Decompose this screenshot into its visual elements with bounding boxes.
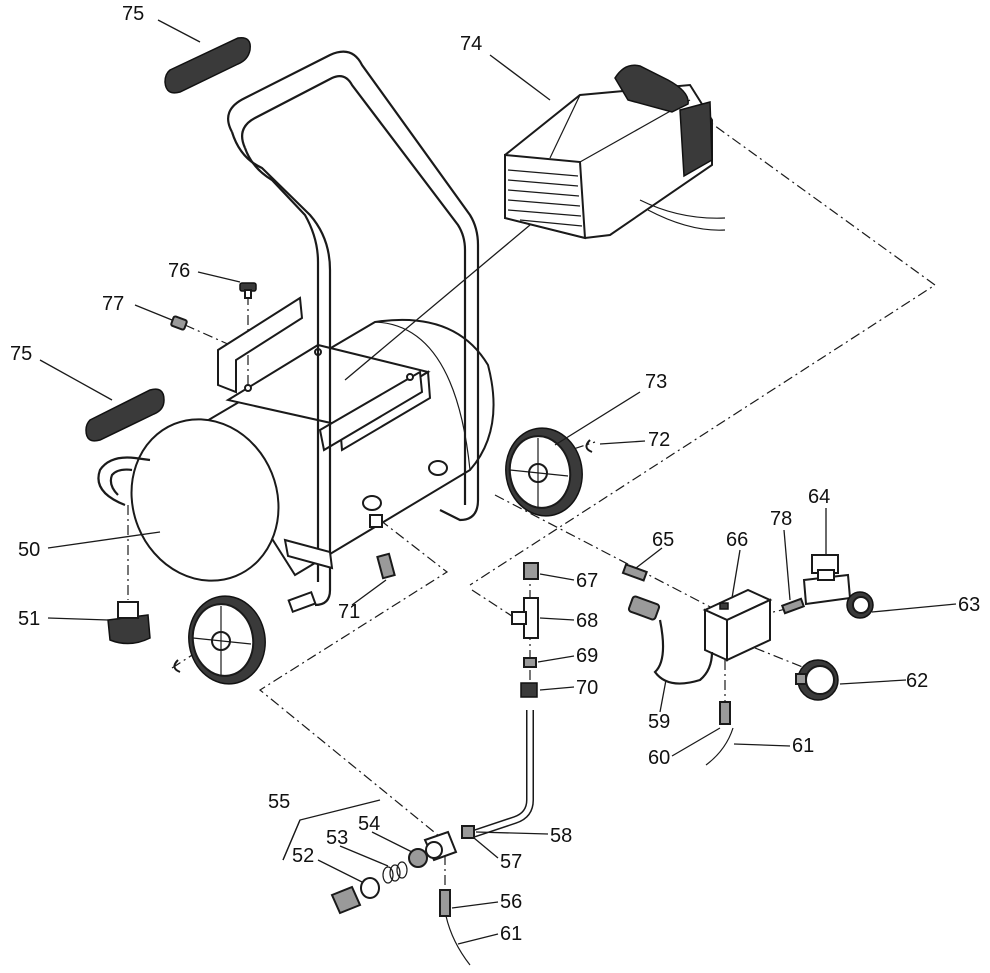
clip-72 bbox=[585, 439, 593, 453]
screw-76 bbox=[239, 282, 257, 299]
callout-75-top: 75 bbox=[122, 3, 144, 25]
drain-valve-body bbox=[423, 830, 458, 862]
fitting-56 bbox=[439, 889, 451, 917]
callout-71: 71 bbox=[338, 601, 360, 623]
callout-57: 57 bbox=[500, 851, 522, 873]
assembly-line-bolt bbox=[184, 324, 231, 346]
clip-left bbox=[173, 659, 181, 673]
callout-69: 69 bbox=[576, 645, 598, 667]
callout-52: 52 bbox=[292, 845, 314, 867]
tee-68 bbox=[511, 597, 539, 639]
leader-lines bbox=[39, 19, 957, 945]
fitting-57 bbox=[461, 825, 475, 839]
assembly-line-gauge bbox=[754, 647, 806, 669]
callout-76: 76 bbox=[168, 260, 190, 282]
callout-59: 59 bbox=[648, 711, 670, 733]
handle-grip-top bbox=[164, 37, 251, 94]
callout-61-bottom: 61 bbox=[500, 923, 522, 945]
callout-78: 78 bbox=[770, 508, 792, 530]
callout-63: 63 bbox=[958, 594, 980, 616]
callout-73: 73 bbox=[645, 371, 667, 393]
fitting-67 bbox=[523, 562, 539, 580]
callout-56: 56 bbox=[500, 891, 522, 913]
callout-61-right: 61 bbox=[792, 735, 814, 757]
callout-72: 72 bbox=[648, 429, 670, 451]
callout-55: 55 bbox=[268, 791, 290, 813]
handle-frame bbox=[97, 50, 480, 614]
bolt-77 bbox=[170, 315, 188, 331]
callout-54: 54 bbox=[358, 813, 380, 835]
callout-53: 53 bbox=[326, 827, 348, 849]
motor-platform bbox=[217, 296, 432, 452]
gauge-62 bbox=[795, 659, 839, 701]
wheel-right bbox=[505, 427, 583, 517]
wheel-left bbox=[188, 595, 266, 685]
motor-pump-assembly bbox=[504, 64, 726, 240]
release-valve-60 bbox=[719, 701, 731, 725]
assembly-line-switch bbox=[494, 494, 721, 613]
regulator bbox=[802, 554, 852, 606]
callout-66: 66 bbox=[726, 529, 748, 551]
assembly-line-tee bbox=[471, 589, 519, 621]
callout-70: 70 bbox=[576, 677, 598, 699]
callout-68: 68 bbox=[576, 610, 598, 632]
nipple-65 bbox=[621, 563, 648, 582]
drain-plug bbox=[330, 885, 362, 915]
sleeve-69 bbox=[523, 657, 537, 668]
washer-52 bbox=[360, 877, 380, 899]
spring-53 bbox=[382, 861, 408, 884]
rubber-foot bbox=[107, 601, 151, 645]
nipple-78 bbox=[780, 597, 806, 615]
callout-51: 51 bbox=[18, 608, 40, 630]
handle-grip-left bbox=[85, 388, 165, 442]
callout-62: 62 bbox=[906, 670, 928, 692]
drain-tube-61 bbox=[445, 915, 471, 966]
callout-67: 67 bbox=[576, 570, 598, 592]
power-cord bbox=[627, 595, 714, 685]
assembly-line-drain bbox=[258, 519, 451, 846]
ball-54 bbox=[408, 848, 428, 868]
callout-75-left: 75 bbox=[10, 343, 32, 365]
callout-labels: 75 74 76 77 75 73 72 50 64 78 65 66 63 6… bbox=[10, 3, 980, 945]
gauge-63 bbox=[846, 591, 874, 619]
callout-58: 58 bbox=[550, 825, 572, 847]
callout-74: 74 bbox=[460, 33, 482, 55]
callout-60: 60 bbox=[648, 747, 670, 769]
callout-50: 50 bbox=[18, 539, 40, 561]
fitting-71 bbox=[376, 552, 396, 580]
release-tube-61 bbox=[705, 727, 734, 766]
callout-77: 77 bbox=[102, 293, 124, 315]
pressure-switch bbox=[702, 588, 773, 662]
callout-65: 65 bbox=[652, 529, 674, 551]
cooling-fins bbox=[507, 169, 583, 227]
callout-64: 64 bbox=[808, 486, 830, 508]
nut-70 bbox=[520, 682, 538, 698]
